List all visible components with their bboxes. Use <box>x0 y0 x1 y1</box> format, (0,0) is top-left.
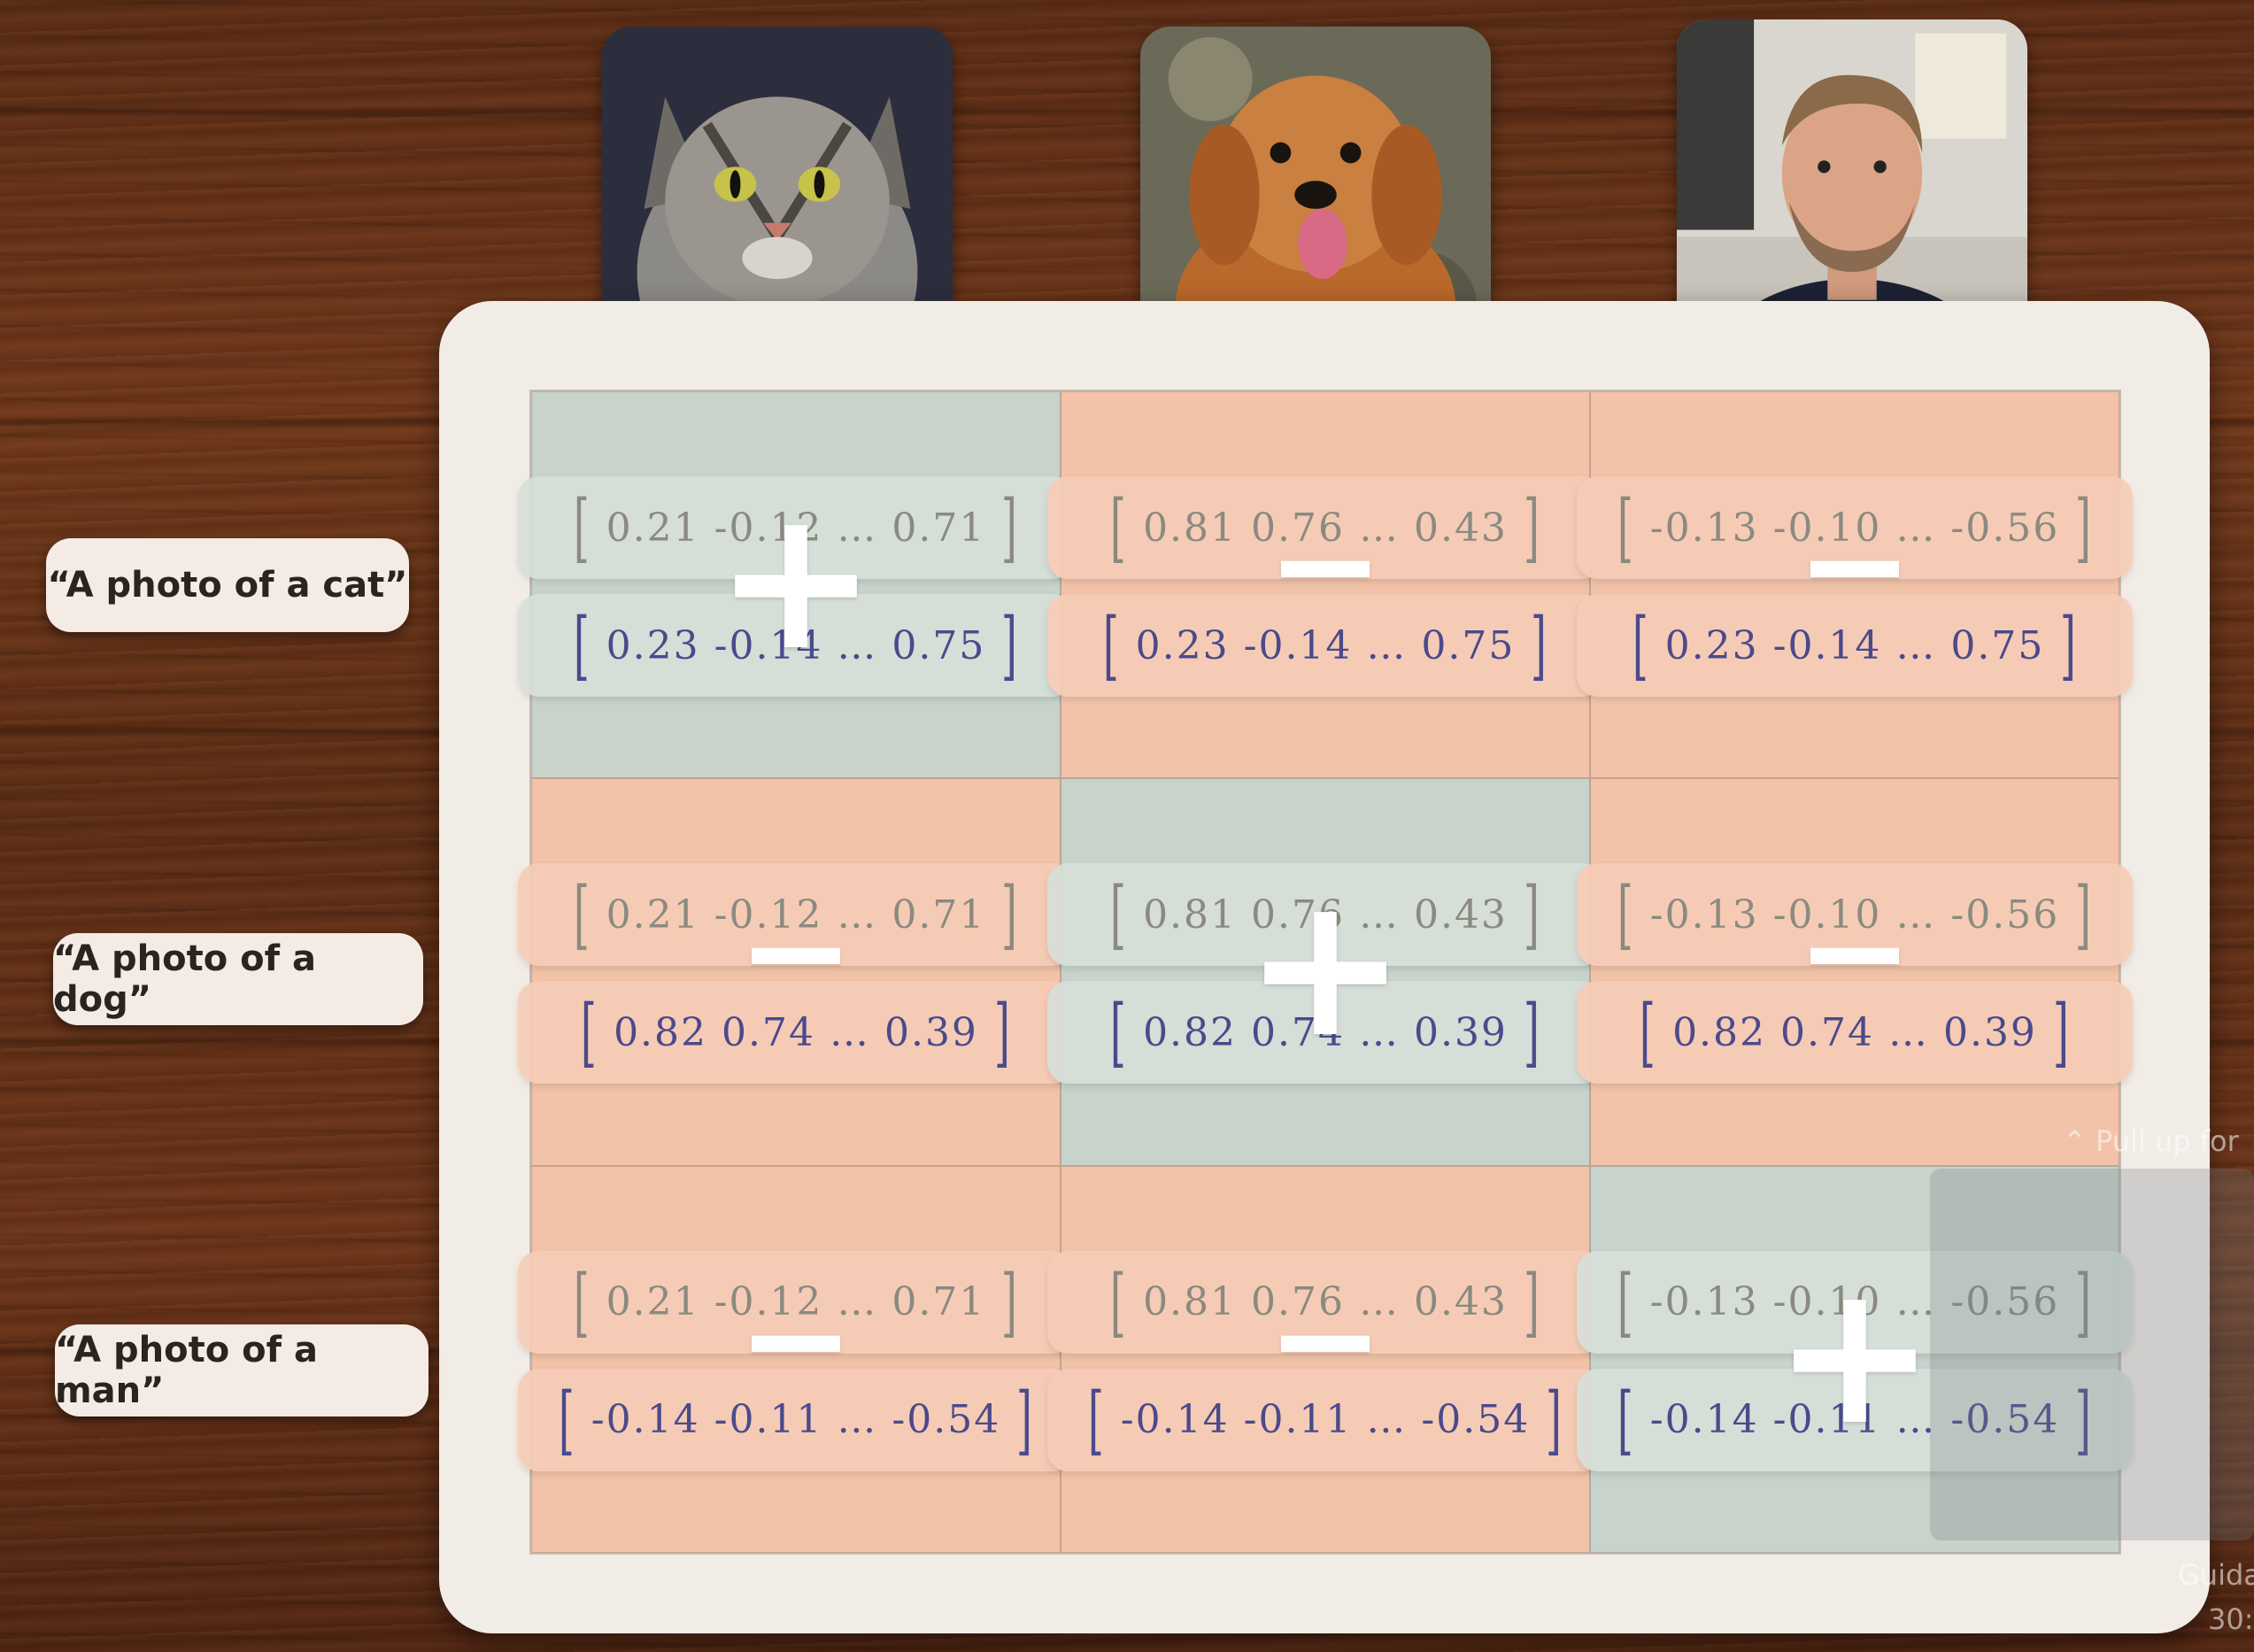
image-vector-values: 0.81 0.76 … 0.43 <box>1143 892 1508 938</box>
text-vector-values: 0.82 0.74 … 0.39 <box>1143 1009 1508 1055</box>
text-vector-man: [ -0.14 -0.11 … -0.54 ] <box>518 1368 1074 1471</box>
bracket-open: [ <box>1617 1258 1634 1346</box>
image-vector-values: -0.13 -0.10 … -0.56 <box>1649 892 2060 938</box>
bracket-close: ] <box>1546 1376 1563 1463</box>
bracket-open: [ <box>573 871 591 959</box>
image-vector-man: [ -0.13 -0.10 … -0.56 ] <box>1577 476 2133 579</box>
bracket-open: [ <box>1617 871 1634 959</box>
text-vector-cat: [ 0.23 -0.14 … 0.75 ] <box>518 594 1074 697</box>
bracket-close: ] <box>1016 1376 1034 1463</box>
image-vector-cat: [ 0.21 -0.12 … 0.71 ] <box>518 1250 1074 1354</box>
image-vector-man: [ -0.13 -0.10 … -0.56 ] <box>1577 1250 2133 1354</box>
bracket-open: [ <box>1632 602 1649 689</box>
bracket-close: ] <box>1523 1258 1540 1346</box>
bracket-open: [ <box>1640 989 1657 1077</box>
bracket-open: [ <box>573 1258 591 1346</box>
similarity-grid: [ 0.21 -0.12 … 0.71 ] [ 0.23 -0.14 … 0.7… <box>518 390 2133 1555</box>
minus-sign: − <box>1795 868 1915 1035</box>
plus-sign: + <box>714 467 878 693</box>
bracket-open: [ <box>581 989 598 1077</box>
bracket-close: ] <box>1523 484 1540 571</box>
minus-sign: − <box>1795 482 1915 647</box>
text-vector-man: [ -0.14 -0.11 … -0.54 ] <box>1577 1368 2133 1471</box>
bracket-close: ] <box>2075 871 2093 959</box>
bracket-close: ] <box>1523 871 1540 959</box>
minus-sign: − <box>1265 482 1386 647</box>
bracket-close: ] <box>2075 1258 2093 1346</box>
bracket-open: [ <box>1102 602 1120 689</box>
text-vector-man: [ -0.14 -0.11 … -0.54 ] <box>1047 1368 1603 1471</box>
cell-man-dog: [ 0.81 0.76 … 0.43 ] [ -0.14 -0.11 … -0.… <box>1047 1165 1603 1553</box>
cell-dog-cat: [ 0.21 -0.12 … 0.71 ] [ 0.82 0.74 … 0.39… <box>518 778 1074 1166</box>
text-vector-values: 0.82 0.74 … 0.39 <box>1672 1009 2037 1055</box>
corner-label: Guida <box>2178 1558 2254 1592</box>
text-vector-values: 0.82 0.74 … 0.39 <box>614 1009 978 1055</box>
image-vector-dog: [ 0.81 0.76 … 0.43 ] <box>1047 476 1603 579</box>
text-vector-values: 0.23 -0.14 … 0.75 <box>606 622 986 668</box>
bracket-close: ] <box>1523 989 1540 1077</box>
text-vector-cat: [ 0.23 -0.14 … 0.75 ] <box>1047 594 1603 697</box>
text-vector-values: 0.23 -0.14 … 0.75 <box>1135 622 1516 668</box>
image-vector-values: 0.21 -0.12 … 0.71 <box>606 892 986 938</box>
text-vector-dog: [ 0.82 0.74 … 0.39 ] <box>1047 981 1603 1085</box>
bracket-close: ] <box>1001 484 1019 571</box>
image-vector-man: [ -0.13 -0.10 … -0.56 ] <box>1577 863 2133 967</box>
overlay-panel[interactable] <box>1930 1169 2254 1540</box>
bracket-close: ] <box>2060 602 2078 689</box>
bracket-open: [ <box>1617 484 1634 571</box>
text-vector-values: 0.23 -0.14 … 0.75 <box>1664 622 2045 668</box>
text-vector-dog: [ 0.82 0.74 … 0.39 ] <box>518 981 1074 1085</box>
bracket-open: [ <box>573 484 591 571</box>
text-vector-dog: [ 0.82 0.74 … 0.39 ] <box>1577 981 2133 1085</box>
bracket-close: ] <box>1001 1258 1019 1346</box>
image-vector-values: 0.21 -0.12 … 0.71 <box>606 1279 986 1325</box>
text-vector-cat: [ 0.23 -0.14 … 0.75 ] <box>1577 594 2133 697</box>
caption-dog: “A photo of a dog” <box>53 933 423 1025</box>
bracket-close: ] <box>1001 871 1019 959</box>
cell-cat-man: [ -0.13 -0.10 … -0.56 ] [ 0.23 -0.14 … 0… <box>1577 391 2133 779</box>
cell-man-man: [ -0.13 -0.10 … -0.56 ] [ -0.14 -0.11 … … <box>1577 1165 2133 1553</box>
bracket-close: ] <box>2052 989 2070 1077</box>
bracket-open: [ <box>573 602 591 689</box>
plus-sign: + <box>1243 853 1408 1081</box>
caption-cat: “A photo of a cat” <box>46 538 409 632</box>
bracket-close: ] <box>2075 484 2093 571</box>
minus-sign: − <box>736 868 856 1035</box>
corner-time: 30: <box>2208 1602 2254 1636</box>
cell-cat-cat: [ 0.21 -0.12 … 0.71 ] [ 0.23 -0.14 … 0.7… <box>518 391 1074 779</box>
text-vector-values: -0.14 -0.11 … -0.54 <box>1120 1397 1531 1443</box>
image-vector-values: 0.81 0.76 … 0.43 <box>1143 505 1508 551</box>
bracket-close: ] <box>1531 602 1548 689</box>
image-vector-cat: [ 0.21 -0.12 … 0.71 ] <box>518 863 1074 967</box>
caption-man: “A photo of a man” <box>55 1324 428 1417</box>
image-vector-values: 0.21 -0.12 … 0.71 <box>606 505 986 551</box>
text-vector-values: -0.14 -0.11 … -0.54 <box>591 1397 1001 1443</box>
bracket-close: ] <box>2075 1376 2093 1463</box>
bracket-open: [ <box>1110 1258 1128 1346</box>
bracket-open: [ <box>1110 484 1128 571</box>
image-vector-cat: [ 0.21 -0.12 … 0.71 ] <box>518 476 1074 579</box>
text-vector-values: -0.14 -0.11 … -0.54 <box>1649 1397 2060 1443</box>
minus-sign: − <box>1265 1255 1386 1422</box>
image-vector-values: 0.81 0.76 … 0.43 <box>1143 1279 1508 1325</box>
bracket-close: ] <box>1001 602 1019 689</box>
bracket-open: [ <box>558 1376 575 1463</box>
plus-sign: + <box>1772 1240 1937 1468</box>
bracket-open: [ <box>1617 1376 1634 1463</box>
cell-dog-man: [ -0.13 -0.10 … -0.56 ] [ 0.82 0.74 … 0.… <box>1577 778 2133 1166</box>
image-vector-dog: [ 0.81 0.76 … 0.43 ] <box>1047 863 1603 967</box>
cell-cat-dog: [ 0.81 0.76 … 0.43 ] [ 0.23 -0.14 … 0.75… <box>1047 391 1603 779</box>
pull-up-hint[interactable]: ⌃ Pull up for <box>2063 1124 2239 1158</box>
image-vector-values: -0.13 -0.10 … -0.56 <box>1649 1279 2060 1325</box>
minus-sign: − <box>736 1255 856 1422</box>
image-vector-values: -0.13 -0.10 … -0.56 <box>1649 505 2060 551</box>
image-vector-dog: [ 0.81 0.76 … 0.43 ] <box>1047 1250 1603 1354</box>
cell-dog-dog: [ 0.81 0.76 … 0.43 ] [ 0.82 0.74 … 0.39 … <box>1047 778 1603 1166</box>
cell-man-cat: [ 0.21 -0.12 … 0.71 ] [ -0.14 -0.11 … -0… <box>518 1165 1074 1553</box>
bracket-open: [ <box>1087 1376 1105 1463</box>
bracket-open: [ <box>1110 989 1128 1077</box>
bracket-close: ] <box>993 989 1011 1077</box>
bracket-open: [ <box>1110 871 1128 959</box>
